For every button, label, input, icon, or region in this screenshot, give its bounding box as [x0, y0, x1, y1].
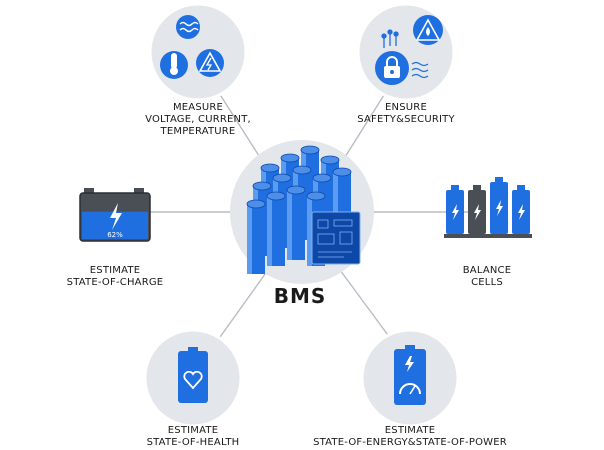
soh-label: ESTIMATE STATE-OF-HEALTH: [128, 425, 258, 449]
charge-percent-text: 62%: [107, 231, 123, 239]
battery-gauge-icon: [360, 328, 460, 428]
battery-cell-highlight: [287, 190, 292, 260]
soe-label: ESTIMATE STATE-OF-ENERGY&STATE-OF-POWER: [300, 425, 520, 449]
center-bms-label: BMS: [273, 284, 327, 308]
soc-label-line-2: STATE-OF-CHARGE: [66, 277, 164, 288]
soh-label-line-1: ESTIMATE: [167, 425, 219, 436]
soc-label-line-1: ESTIMATE: [89, 265, 141, 276]
bolt-icon: [496, 200, 503, 216]
battery-pack-icon: [230, 140, 374, 284]
battery-cell-highlight: [333, 172, 338, 242]
battery-cell-top: [306, 191, 326, 201]
cell-terminal: [495, 177, 503, 182]
battery-cell-top: [260, 163, 280, 173]
battery-cell-top: [272, 173, 292, 183]
battery-cell-highlight: [267, 196, 272, 266]
cell-base: [444, 234, 532, 238]
safety-label: ENSURE SAFETY&SECURITY: [346, 102, 466, 126]
safety-label-line-2: SAFETY&SECURITY: [357, 114, 455, 125]
balance-label: BALANCE CELLS: [432, 265, 542, 289]
battery-cell-top: [332, 167, 352, 177]
bolt-icon: [452, 204, 459, 220]
battery-heart-icon: [143, 328, 243, 428]
bolt-icon: [518, 204, 525, 220]
battery-cell-highlight: [307, 196, 312, 266]
battery-cell-top: [320, 155, 340, 165]
battery-cell-top: [312, 173, 332, 183]
balance-cells-icon: [444, 177, 532, 238]
soc-label: ESTIMATE STATE-OF-CHARGE: [50, 265, 180, 289]
battery-cell-top: [292, 165, 312, 175]
soe-label-line-1: ESTIMATE: [384, 425, 436, 436]
cell-terminal: [473, 185, 481, 190]
measure-label-line-2: VOLTAGE, CURRENT,: [145, 114, 251, 125]
battery-cell-top: [286, 185, 306, 195]
battery-cell-top: [246, 199, 266, 209]
cell-terminal: [451, 185, 459, 190]
soh-label-line-2: STATE-OF-HEALTH: [146, 437, 240, 448]
battery-charge-icon: 62%: [79, 188, 151, 242]
balance-label-line-1: BALANCE: [462, 265, 512, 276]
measure-label-line-3: TEMPERATURE: [160, 126, 236, 137]
safety-label-line-1: ENSURE: [385, 102, 427, 113]
battery-cell-highlight: [247, 204, 252, 274]
battery-cell-top: [252, 181, 272, 191]
battery-cell-top: [266, 191, 286, 201]
bolt-icon: [474, 204, 481, 220]
cell-terminal: [517, 185, 525, 190]
balance-label-line-2: CELLS: [471, 277, 503, 288]
measure-label-line-1: MEASURE: [172, 102, 224, 113]
measure-sensors-icon: [148, 2, 248, 102]
battery-cell-top: [280, 153, 300, 163]
measure-label: MEASURE VOLTAGE, CURRENT, TEMPERATURE: [128, 102, 268, 138]
battery-cell-top: [300, 145, 320, 155]
lock-shield-icon: [356, 2, 456, 102]
soe-label-line-2: STATE-OF-ENERGY&STATE-OF-POWER: [313, 437, 507, 448]
